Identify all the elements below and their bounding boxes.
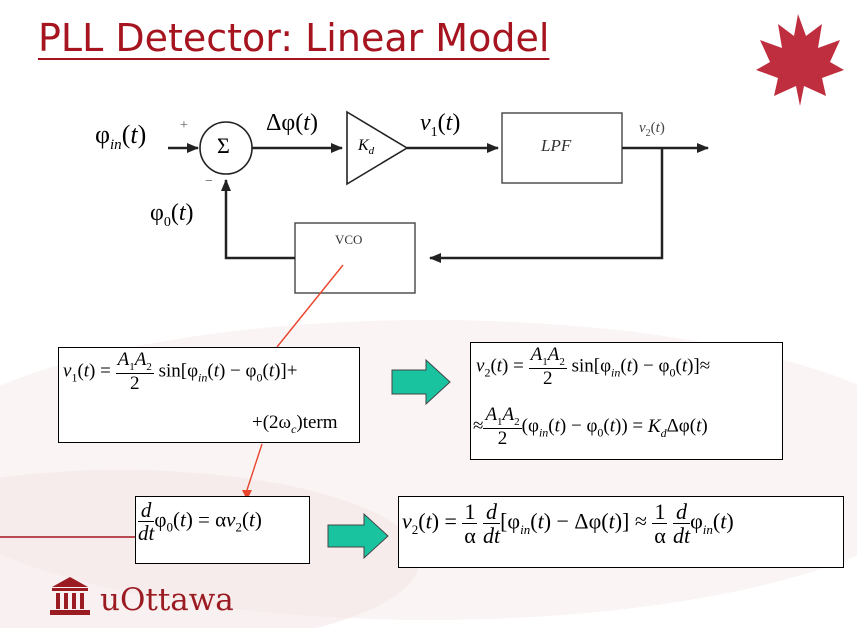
pointer-line-eq3: [246, 443, 263, 491]
phase-feedback-arrow: [221, 179, 295, 260]
input-label: φin(t): [95, 120, 147, 154]
slide-title: PLL Detector: Linear Model: [38, 16, 550, 60]
pointer-line-vco: [276, 264, 344, 348]
maple-leaf-icon: [756, 14, 844, 106]
university-logo-text: uOttawa: [100, 582, 234, 618]
green-arrow-1: [391, 358, 451, 406]
green-arrow-2: [327, 512, 389, 560]
feedback-path: [429, 148, 664, 263]
equation-box-3: [135, 496, 310, 564]
lpf-block: [501, 112, 623, 184]
error-label: Δφ(t): [266, 110, 318, 136]
pointer-arrowhead: [242, 490, 252, 500]
v1-label: v1(t): [420, 110, 461, 140]
equation-box-1: [58, 347, 360, 443]
plus-sign: +: [180, 118, 188, 133]
equation-box-2: [470, 342, 783, 460]
equation-1-line2: +(2ωc)term: [252, 412, 338, 436]
gain-block: [346, 110, 409, 186]
feedback-label: φ0(t): [150, 200, 194, 230]
vco-label: VCO: [335, 232, 363, 247]
gain-label: Kd: [358, 137, 375, 158]
university-building-icon: [50, 577, 90, 615]
minus-sign: −: [205, 174, 213, 189]
sum-symbol: Σ: [217, 133, 230, 158]
equation-box-4: [398, 496, 844, 568]
v2-label: v2(t): [639, 120, 665, 139]
lpf-label: LPF: [541, 136, 572, 155]
